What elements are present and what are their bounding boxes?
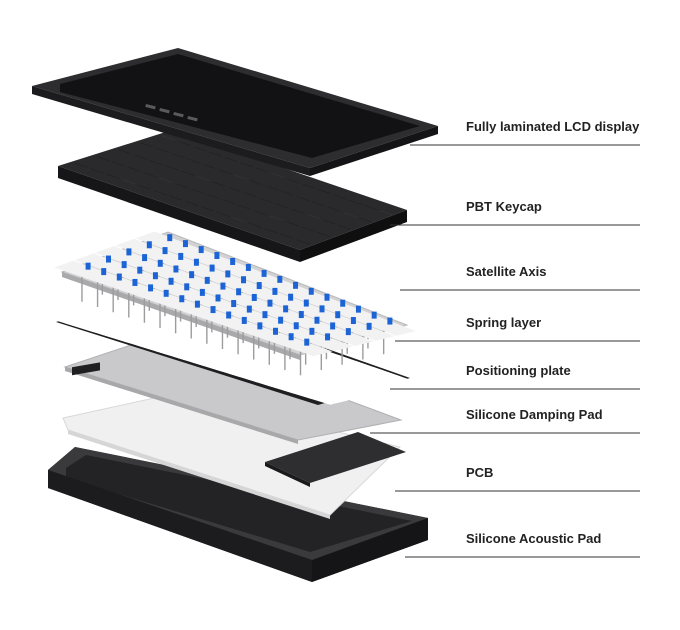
switch-stem bbox=[262, 311, 267, 318]
switch-stem bbox=[230, 258, 235, 265]
switch-stem bbox=[214, 252, 219, 259]
switch-stem bbox=[189, 271, 194, 278]
switch-stem bbox=[304, 339, 309, 346]
switch-stem bbox=[195, 301, 200, 308]
switch-stem bbox=[200, 289, 205, 296]
switch-stem bbox=[246, 264, 251, 271]
switch-stem bbox=[236, 288, 241, 295]
label-silicone-acoustic-pad: Silicone Acoustic Pad bbox=[466, 531, 601, 546]
switch-stem bbox=[216, 294, 221, 301]
switch-stem bbox=[267, 300, 272, 307]
switch-stem bbox=[346, 328, 351, 335]
switch-stem bbox=[320, 305, 325, 312]
label-silicone-damping-pad: Silicone Damping Pad bbox=[466, 407, 603, 422]
switch-stem bbox=[309, 328, 314, 335]
switch-stem bbox=[183, 240, 188, 247]
switch-stem bbox=[340, 300, 345, 307]
switch-stem bbox=[252, 294, 257, 301]
switch-stem bbox=[387, 318, 392, 325]
switch-stem bbox=[132, 279, 137, 286]
switch-stem bbox=[289, 333, 294, 340]
switch-stem bbox=[278, 317, 283, 324]
switch-stem bbox=[117, 274, 122, 281]
switch-stem bbox=[299, 311, 304, 318]
switch-stem bbox=[309, 288, 314, 295]
switch-stem bbox=[101, 268, 106, 275]
switch-stem bbox=[257, 322, 262, 329]
switch-stem bbox=[242, 317, 247, 324]
switch-stem bbox=[147, 241, 152, 248]
switch-stem bbox=[179, 295, 184, 302]
switch-stem bbox=[205, 277, 210, 284]
switch-stem bbox=[158, 260, 163, 267]
switch-stem bbox=[142, 254, 147, 261]
switch-stem bbox=[199, 246, 204, 253]
label-pbt-keycap: PBT Keycap bbox=[466, 199, 542, 214]
switch-stem bbox=[163, 247, 168, 254]
switch-stem bbox=[86, 263, 91, 270]
switch-stem bbox=[210, 265, 215, 272]
switch-stem bbox=[106, 256, 111, 263]
label-pcb: PCB bbox=[466, 465, 493, 480]
switch-stem bbox=[148, 284, 153, 291]
label-lcd-display: Fully laminated LCD display bbox=[466, 119, 639, 134]
switch-stem bbox=[126, 248, 131, 255]
switch-stem bbox=[153, 272, 158, 279]
switch-stem bbox=[262, 270, 267, 277]
switch-stem bbox=[351, 317, 356, 324]
switch-stem bbox=[257, 282, 262, 289]
switch-stem bbox=[184, 283, 189, 290]
label-positioning-plate: Positioning plate bbox=[466, 363, 571, 378]
label-satellite-axis: Satellite Axis bbox=[466, 264, 546, 279]
switch-stem bbox=[178, 253, 183, 260]
switch-stem bbox=[211, 306, 216, 313]
switch-stem bbox=[294, 322, 299, 329]
switch-stem bbox=[314, 317, 319, 324]
switch-stem bbox=[330, 322, 335, 329]
switch-stem bbox=[367, 323, 372, 330]
switch-stem bbox=[173, 265, 178, 272]
label-spring-layer: Spring layer bbox=[466, 315, 541, 330]
switch-stem bbox=[241, 276, 246, 283]
switch-stem bbox=[335, 311, 340, 318]
switch-stem bbox=[324, 294, 329, 301]
switch-stem bbox=[304, 300, 309, 307]
switch-stem bbox=[325, 333, 330, 340]
switch-stem bbox=[247, 306, 252, 313]
switch-stem bbox=[169, 278, 174, 285]
switch-stem bbox=[277, 276, 282, 283]
switch-stem bbox=[356, 306, 361, 313]
switch-stem bbox=[194, 259, 199, 266]
switch-stem bbox=[225, 270, 230, 277]
switch-stem bbox=[226, 312, 231, 319]
switch-stem bbox=[293, 282, 298, 289]
switch-stem bbox=[164, 290, 169, 297]
switch-stem bbox=[167, 234, 172, 241]
switch-stem bbox=[283, 305, 288, 312]
switch-stem bbox=[273, 328, 278, 335]
switch-stem bbox=[137, 267, 142, 274]
switch-stem bbox=[231, 300, 236, 307]
switch-stem bbox=[372, 312, 377, 319]
switch-stem bbox=[288, 294, 293, 301]
switch-stem bbox=[122, 261, 127, 268]
switch-stem bbox=[220, 283, 225, 290]
switch-stem bbox=[272, 288, 277, 295]
